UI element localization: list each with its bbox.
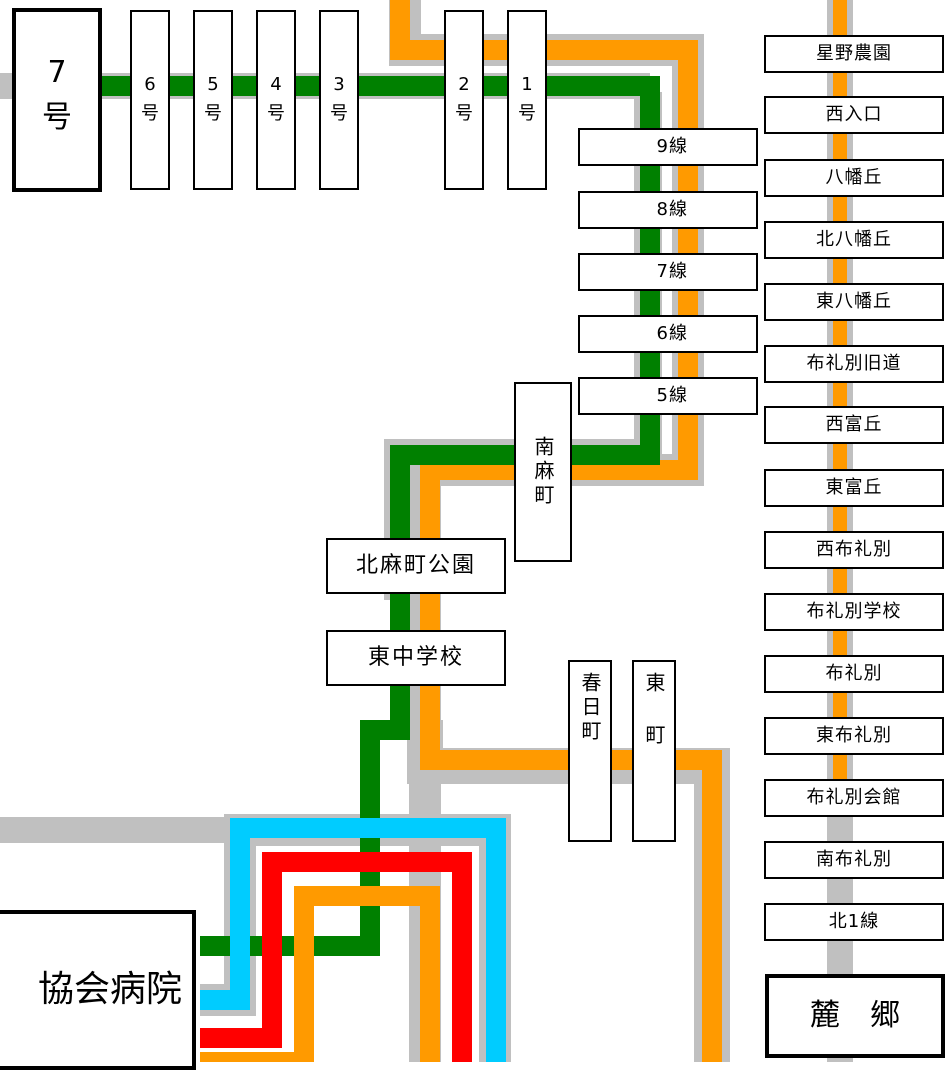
station-higashi-fureibetsu-label: 東布礼別: [816, 725, 892, 746]
station-7go[interactable]: 7 号: [12, 8, 102, 192]
station-5sen[interactable]: 5線: [578, 377, 758, 415]
station-9sen-label: 9線: [656, 136, 688, 157]
station-6go-suffix: 号: [141, 103, 159, 124]
station-higashicho-label: 東町: [642, 672, 666, 776]
station-fureibetsu-kaikan[interactable]: 布礼別会館: [764, 779, 944, 817]
station-1go-suffix: 号: [518, 103, 536, 124]
station-hachimangaoka-label: 八幡丘: [825, 167, 883, 188]
station-nishi-tomioka-label: 西富丘: [825, 414, 883, 435]
terminal-kyokai-hospital[interactable]: 協会病院: [0, 910, 196, 1070]
station-4go-suffix: 号: [267, 103, 285, 124]
station-minami-asamachi[interactable]: 南麻町: [514, 382, 572, 562]
orange-route-hospital: [200, 886, 440, 1062]
station-2go-suffix: 号: [455, 103, 473, 124]
station-kasugacho[interactable]: 春日町: [568, 660, 612, 842]
station-2go[interactable]: 2 号: [444, 10, 484, 190]
station-kita-1sen[interactable]: 北1線: [764, 903, 944, 941]
station-4go[interactable]: 4 号: [256, 10, 296, 190]
station-2go-number: 2: [458, 74, 470, 96]
station-1go-number: 1: [521, 74, 533, 96]
station-8sen[interactable]: 8線: [578, 191, 758, 229]
terminal-fumoto[interactable]: 麓 郷: [765, 974, 945, 1058]
station-5go-number: 5: [207, 74, 219, 96]
station-6sen-label: 6線: [656, 323, 688, 344]
station-3go-suffix: 号: [330, 103, 348, 124]
station-minami-fureibetsu-label: 南布礼別: [816, 849, 892, 870]
station-6go-number: 6: [144, 74, 156, 96]
station-5go-suffix: 号: [204, 103, 222, 124]
station-7sen[interactable]: 7線: [578, 253, 758, 291]
station-nishi-fureibetsu[interactable]: 西布礼別: [764, 531, 944, 569]
station-higashi-hachimangaoka[interactable]: 東八幡丘: [764, 283, 944, 321]
station-fureibetsu-label: 布礼別: [825, 663, 883, 684]
station-fureibetsu-kyudo-label: 布礼別旧道: [806, 353, 902, 374]
station-higashi-fureibetsu[interactable]: 東布礼別: [764, 717, 944, 755]
station-hoshino-noen[interactable]: 星野農園: [764, 35, 944, 73]
station-6sen[interactable]: 6線: [578, 315, 758, 353]
station-3go[interactable]: 3 号: [319, 10, 359, 190]
station-kita-hachimangaoka[interactable]: 北八幡丘: [764, 221, 944, 259]
station-higashi-chugakko[interactable]: 東中学校: [326, 630, 506, 686]
station-hachimangaoka[interactable]: 八幡丘: [764, 159, 944, 197]
station-kasugacho-label: 春日町: [578, 672, 602, 744]
station-higashi-tomioka-label: 東富丘: [825, 477, 883, 498]
station-7go-suffix: 号: [42, 100, 72, 135]
station-kita-hachimangaoka-label: 北八幡丘: [816, 229, 892, 250]
station-fureibetsu-gakko[interactable]: 布礼別学校: [764, 593, 944, 631]
station-higashi-tomioka[interactable]: 東富丘: [764, 469, 944, 507]
station-nishi-iriguchi-label: 西入口: [825, 104, 883, 125]
station-fureibetsu-kyudo[interactable]: 布礼別旧道: [764, 345, 944, 383]
station-nishi-tomioka[interactable]: 西富丘: [764, 406, 944, 444]
station-7sen-label: 7線: [656, 261, 688, 282]
station-5sen-label: 5線: [656, 385, 688, 406]
station-3go-number: 3: [333, 74, 345, 96]
station-minami-fureibetsu[interactable]: 南布礼別: [764, 841, 944, 879]
station-1go[interactable]: 1 号: [507, 10, 547, 190]
terminal-fumoto-label: 麓 郷: [810, 998, 900, 1033]
station-6go[interactable]: 6 号: [130, 10, 170, 190]
terminal-kyokai-hospital-label: 協会病院: [37, 969, 182, 1010]
station-5go[interactable]: 5 号: [193, 10, 233, 190]
station-kita-asamachi-park[interactable]: 北麻町公園: [326, 538, 506, 594]
cyan-route: [200, 818, 506, 1062]
station-kita-asamachi-park-label: 北麻町公園: [355, 553, 476, 578]
station-9sen[interactable]: 9線: [578, 128, 758, 166]
station-8sen-label: 8線: [656, 199, 688, 220]
station-minami-asamachi-label: 南麻町: [531, 436, 555, 508]
station-fureibetsu-gakko-label: 布礼別学校: [806, 601, 902, 622]
station-7go-number: 7: [47, 55, 67, 90]
station-4go-number: 4: [270, 74, 282, 96]
station-hoshino-noen-label: 星野農園: [816, 43, 892, 64]
station-kita-1sen-label: 北1線: [828, 911, 880, 932]
station-higashi-chugakko-label: 東中学校: [367, 645, 464, 670]
red-route: [200, 852, 472, 1062]
station-fureibetsu-kaikan-label: 布礼別会館: [806, 787, 902, 808]
station-nishi-iriguchi[interactable]: 西入口: [764, 96, 944, 134]
station-higashicho[interactable]: 東町: [632, 660, 676, 842]
station-fureibetsu[interactable]: 布礼別: [764, 655, 944, 693]
station-higashi-hachimangaoka-label: 東八幡丘: [816, 291, 892, 312]
station-nishi-fureibetsu-label: 西布礼別: [816, 539, 892, 560]
